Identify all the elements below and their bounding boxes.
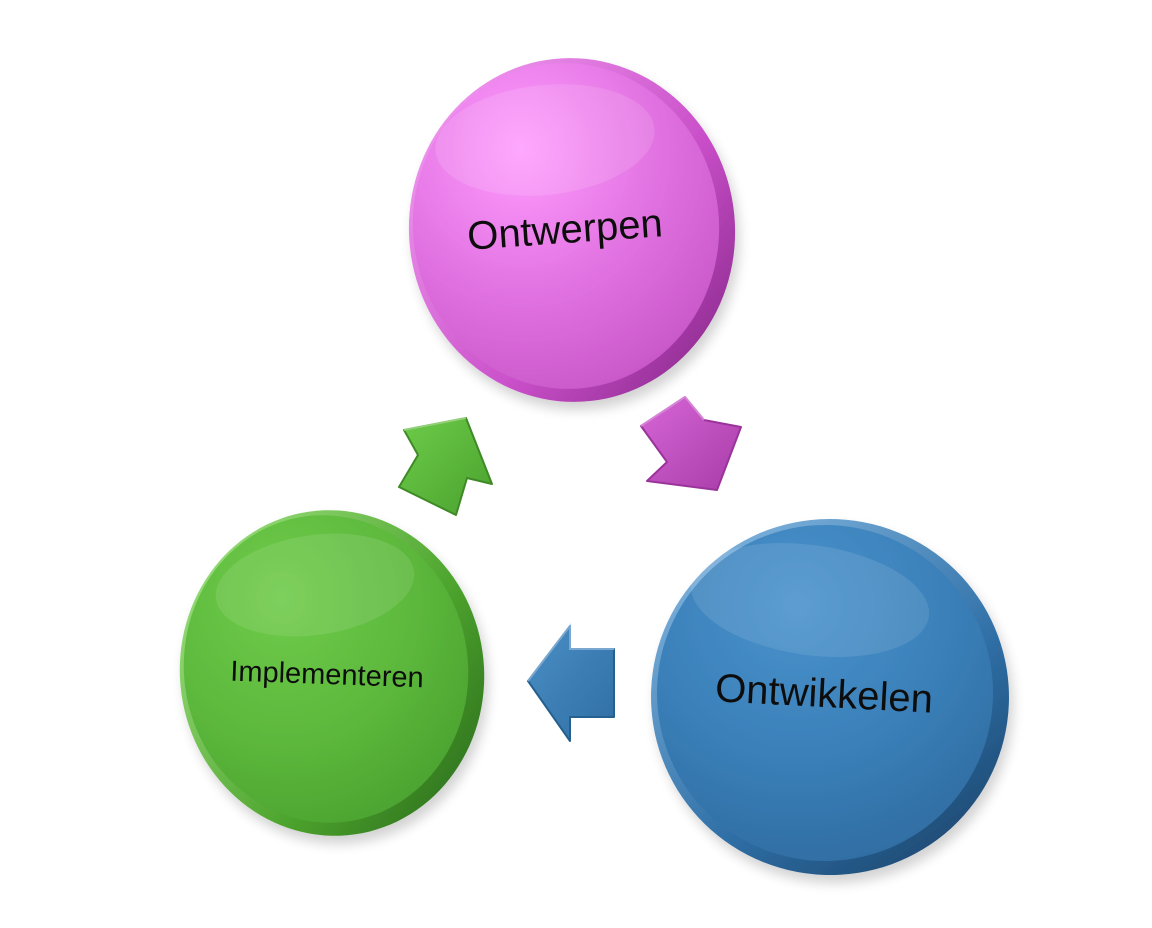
arrow-ontwikkelen-to-implementeren-highlight — [527, 623, 614, 682]
arrow-implementeren-to-ontwerpen-highlight — [403, 417, 467, 431]
node-implementeren-label: Implementeren — [230, 656, 424, 695]
node-ontwikkelen: Ontwikkelen — [651, 518, 1009, 876]
arrow-ontwerpen-to-ontwikkelen — [640, 395, 742, 491]
arrow-ontwikkelen-to-implementeren — [527, 623, 615, 742]
node-implementeren: Implementeren — [179, 510, 485, 836]
arrow-ontwerpen-to-ontwikkelen-shape — [640, 396, 742, 491]
node-ontwerpen: Ontwerpen — [408, 58, 736, 402]
arrow-implementeren-to-ontwerpen — [398, 417, 493, 516]
arrow-implementeren-to-ontwerpen-shape — [398, 417, 493, 516]
arrow-ontwerpen-to-ontwikkelen-highlight — [640, 395, 705, 427]
node-ontwikkelen-highlight — [690, 543, 930, 657]
node-implementeren-highlight — [215, 533, 415, 637]
node-ontwerpen-highlight — [435, 84, 655, 196]
